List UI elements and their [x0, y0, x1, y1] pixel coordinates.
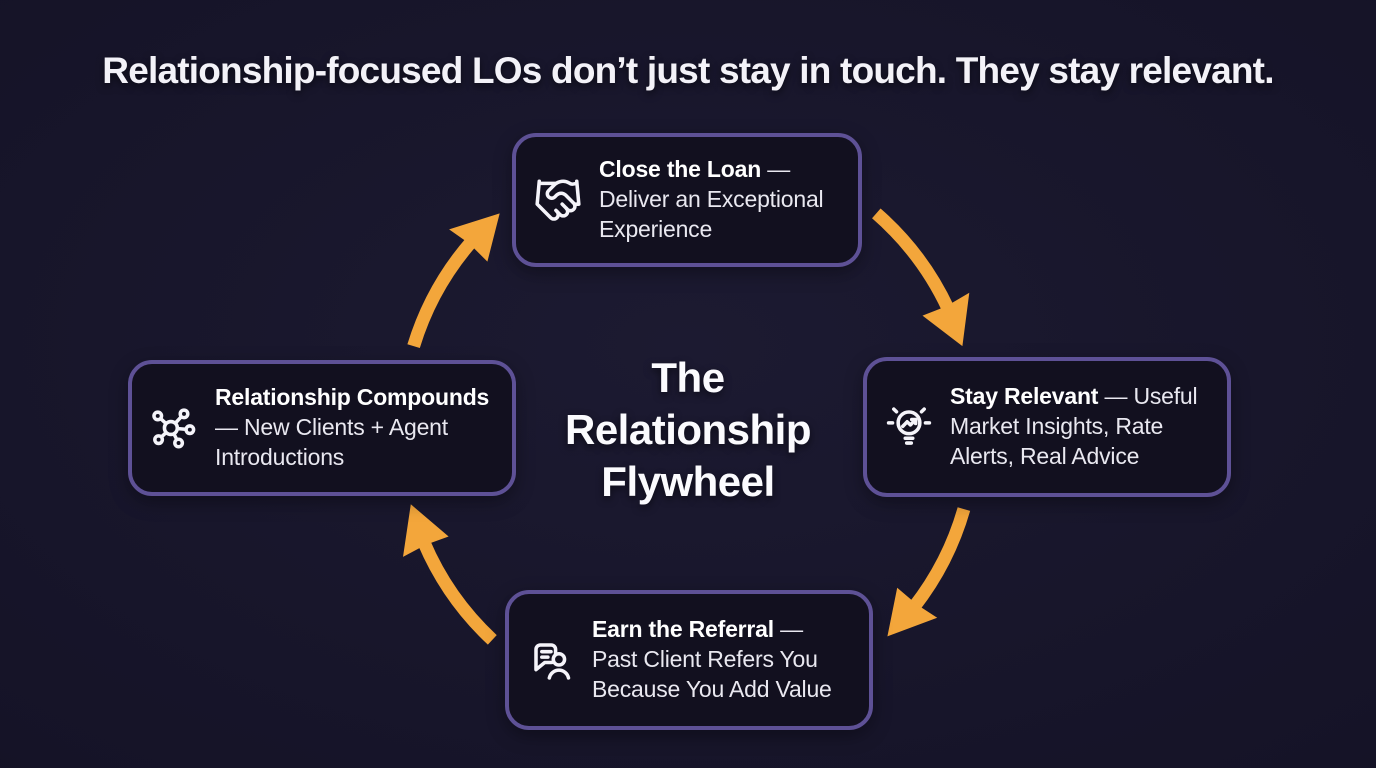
node-close-the-loan-text: Close the Loan — Deliver an Exceptional …	[599, 155, 824, 245]
handshake-icon	[533, 175, 583, 225]
node-description: — New Clients + Agent Introductions	[215, 414, 448, 470]
node-title: Close the Loan	[599, 156, 762, 183]
center-title: The Relationship Flywheel	[564, 354, 812, 506]
node-earn-the-referral: Earn the Referral — Past Client Refers Y…	[505, 590, 873, 730]
lightbulb-insight-icon	[884, 402, 934, 452]
node-close-the-loan: Close the Loan — Deliver an Exceptional …	[512, 133, 862, 267]
headline: Relationship-focused LOs don’t just stay…	[102, 50, 1274, 91]
node-title: Relationship Compounds	[215, 384, 490, 411]
node-stay-relevant-text: Stay Relevant — Useful Market Insights, …	[950, 382, 1198, 472]
node-stay-relevant: Stay Relevant — Useful Market Insights, …	[863, 357, 1231, 497]
node-description: — Deliver an Exceptional Experience	[599, 156, 824, 242]
node-earn-the-referral-text: Earn the Referral — Past Client Refers Y…	[592, 615, 832, 705]
arrow-bottom-to-left	[403, 504, 497, 645]
arrow-right-to-bottom	[887, 507, 971, 637]
node-relationship-compounds: Relationship Compounds — New Clients + A…	[128, 360, 516, 496]
network-icon	[149, 403, 199, 453]
node-title: Earn the Referral	[592, 616, 774, 643]
node-title: Stay Relevant	[950, 383, 1099, 410]
arrow-top-to-right	[872, 208, 970, 347]
node-description: — Useful Market Insights, Rate Alerts, R…	[950, 383, 1198, 469]
node-description: — Past Client Refers You Because You Add…	[592, 616, 832, 702]
arrow-left-to-top	[407, 213, 500, 349]
chat-referral-icon	[526, 635, 576, 685]
node-relationship-compounds-text: Relationship Compounds — New Clients + A…	[215, 383, 489, 473]
